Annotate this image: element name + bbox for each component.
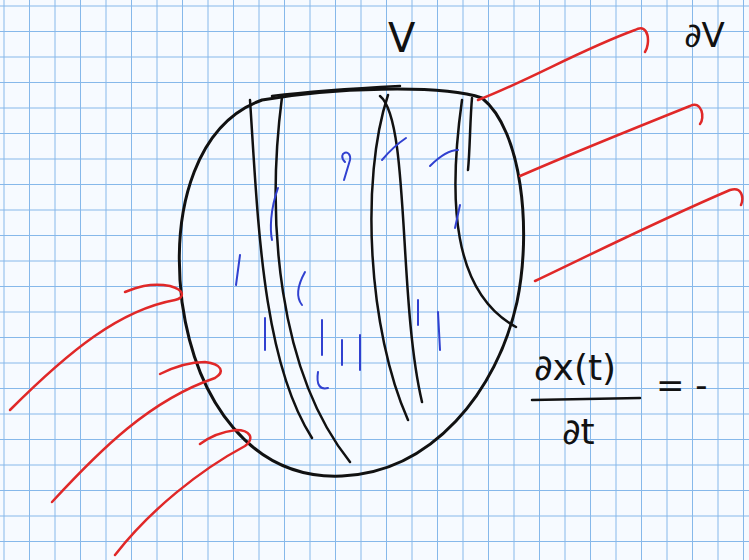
grid-line — [0, 261, 749, 262]
particle-stroke — [264, 318, 266, 350]
grid-line — [55, 0, 56, 560]
grid-line — [310, 0, 311, 560]
grid-line — [0, 133, 749, 134]
grid-line — [412, 0, 413, 560]
grid-line — [0, 31, 749, 32]
grid-line — [208, 0, 209, 560]
grid-line — [0, 108, 749, 109]
grid-line — [4, 0, 5, 560]
grid-line — [0, 210, 749, 211]
grid-line — [0, 516, 749, 517]
flux-arrow — [52, 362, 221, 502]
particle-stroke — [417, 300, 419, 325]
grid-line — [386, 0, 387, 560]
fraction-bar — [532, 398, 640, 400]
flow-line — [371, 95, 408, 420]
sketch-label: ∂V — [684, 18, 725, 52]
flow-line — [380, 96, 422, 402]
grid-line — [361, 0, 362, 560]
sketch-label: ∂t — [562, 414, 595, 450]
flux-arrow — [520, 105, 702, 176]
grid-line — [0, 363, 749, 364]
grid-line — [0, 337, 749, 338]
particle-stroke — [341, 340, 343, 365]
grid-line — [437, 0, 438, 560]
flux-arrow — [535, 189, 742, 281]
particle-stroke — [271, 188, 278, 240]
particle-stroke — [359, 335, 361, 370]
grid-line — [284, 0, 285, 560]
grid-line — [0, 414, 749, 415]
grid-line — [131, 0, 132, 560]
volume-outline — [179, 89, 523, 476]
flow-line — [455, 100, 516, 327]
flow-line — [468, 98, 472, 170]
grid-line — [590, 0, 591, 560]
grid-line — [106, 0, 107, 560]
sketch-label: = - — [656, 368, 708, 402]
grid-line — [667, 0, 668, 560]
grid-line — [0, 235, 749, 236]
grid-line — [259, 0, 260, 560]
volume-outline — [272, 86, 400, 96]
particle-stroke — [455, 205, 460, 228]
grid-line — [0, 388, 749, 389]
grid-line — [692, 0, 693, 560]
grid-line — [463, 0, 464, 560]
grid-line — [80, 0, 81, 560]
grid-line — [182, 0, 183, 560]
grid-line — [0, 312, 749, 313]
sketch-label: V — [388, 18, 415, 58]
grid-line — [718, 0, 719, 560]
flux-arrow — [115, 430, 250, 555]
particle-stroke — [317, 372, 328, 388]
grid-line — [0, 82, 749, 83]
particle-stroke — [438, 312, 440, 350]
grid-line — [0, 57, 749, 58]
particle-stroke — [382, 138, 406, 160]
flow-line — [276, 97, 350, 462]
grid-line — [743, 0, 744, 560]
flux-arrow — [10, 285, 182, 410]
particle-stroke — [321, 320, 323, 355]
particle-stroke — [298, 272, 305, 305]
grid-line — [616, 0, 617, 560]
particle-stroke — [236, 255, 240, 285]
grid-line — [0, 541, 749, 542]
grid-line — [0, 465, 749, 466]
particle-stroke — [342, 153, 350, 180]
grid-line — [641, 0, 642, 560]
flux-arrow — [478, 28, 648, 100]
grid-line — [488, 0, 489, 560]
grid-line — [0, 490, 749, 491]
grid-line — [233, 0, 234, 560]
grid-line — [29, 0, 30, 560]
grid-line — [0, 184, 749, 185]
particle-stroke — [430, 150, 458, 166]
grid-line — [565, 0, 566, 560]
grid-line — [157, 0, 158, 560]
sketch-label: ∂x(t) — [534, 350, 616, 386]
grid-line — [0, 6, 749, 7]
